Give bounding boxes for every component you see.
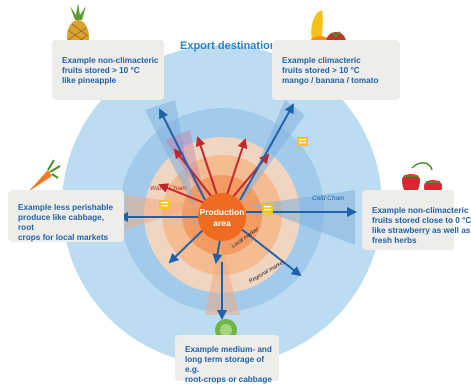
export-destination-title: Export destination xyxy=(180,40,277,52)
blue-arrow-lower-right xyxy=(239,227,302,277)
wedge-carrot xyxy=(125,195,200,230)
blue-arrow-lower-left xyxy=(168,227,206,264)
blue-arrow-pineapple xyxy=(159,108,206,201)
blue-arrow-banana xyxy=(239,103,294,201)
callout-cabbage-text: Example medium- and long term storage of… xyxy=(185,345,272,384)
callout-carrot: Example less perishable produce like cab… xyxy=(8,190,124,242)
wedge-banana xyxy=(240,100,305,205)
wedge-pineapple xyxy=(145,100,195,210)
callout-pineapple-text: Example non-climacteric fruits stored > … xyxy=(62,56,159,85)
note-icon xyxy=(297,137,308,146)
cold-chain-label: Cold Chain xyxy=(312,195,345,202)
callout-banana-text: Example climacteric fruits stored > 10 °… xyxy=(282,56,379,85)
center-line1: Production xyxy=(200,207,245,217)
callout-pineapple: Example non-climacteric fruits stored > … xyxy=(52,40,164,100)
callout-cabbage: Example medium- and long term storage of… xyxy=(175,335,279,384)
warm-chain-label: Warm Chain xyxy=(150,185,186,192)
callout-strawberry: Example non-climacteric fruits stored cl… xyxy=(362,190,471,250)
wedge-cold xyxy=(250,190,355,245)
blue-arrow-down xyxy=(212,239,223,264)
callout-banana: Example climacteric fruits stored > 10 °… xyxy=(272,40,400,100)
cold-chain-diagram: Production area Warm Chain Cold Chain Lo… xyxy=(28,3,442,365)
wedge-warm-purple xyxy=(165,130,205,200)
note-icon xyxy=(159,200,170,209)
production-area-circle xyxy=(198,193,246,241)
callout-strawberry-text: Example non-climacteric fruits stored cl… xyxy=(372,206,471,245)
carrot-icon xyxy=(28,159,61,192)
center-line2: area xyxy=(213,218,231,228)
note-icon xyxy=(262,204,273,213)
callout-carrot-text: Example less perishable produce like cab… xyxy=(18,203,114,242)
